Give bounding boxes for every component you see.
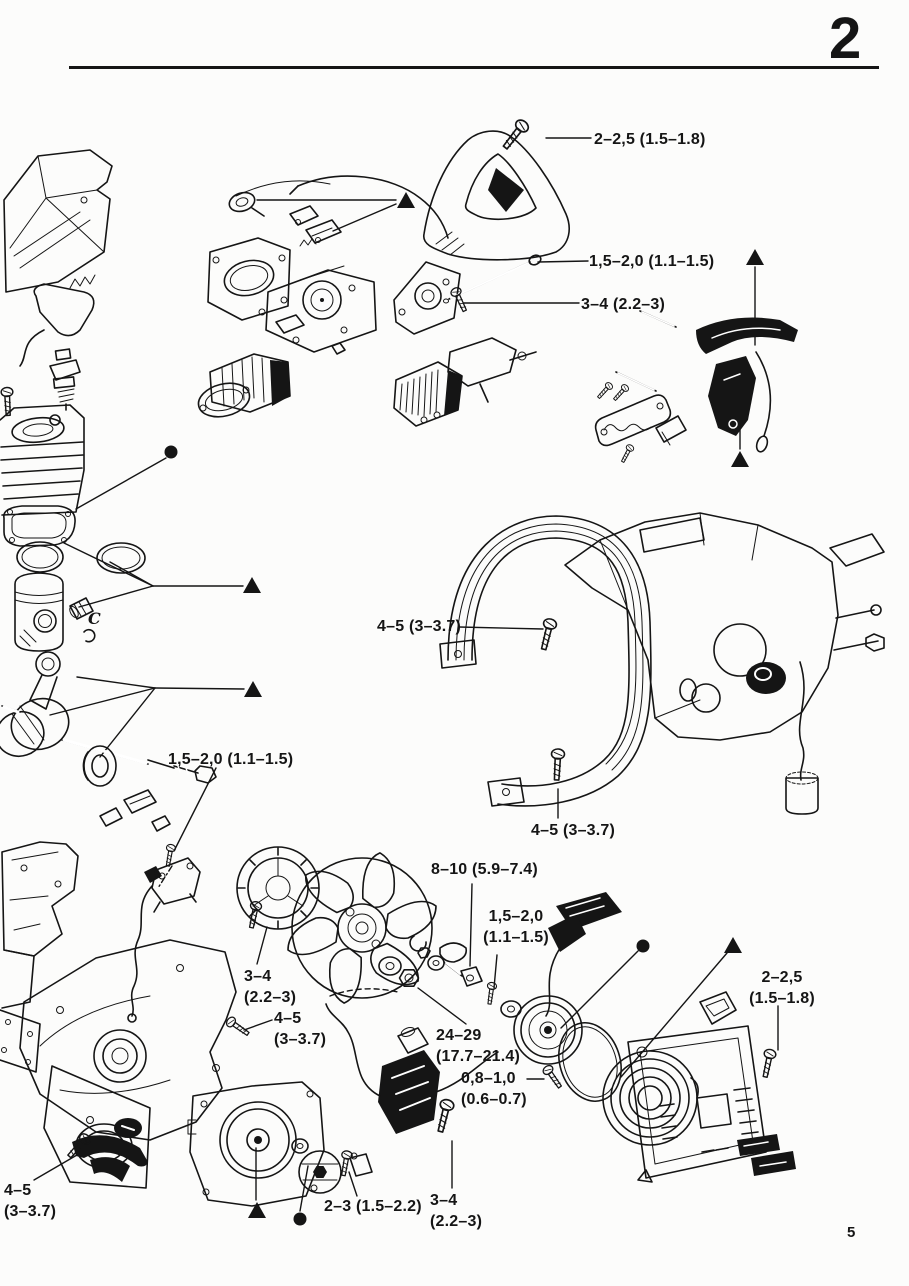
torque-label-cover-screw: 2–2,5 (1.5–1.8): [594, 131, 706, 148]
chapter-number: 2: [829, 6, 861, 71]
intake-manifold: [197, 353, 291, 418]
top-handle-cover: [423, 130, 570, 261]
assembly-marker-triangle: [731, 451, 749, 467]
torque-label-case-screw: 4–5 (3–3.7): [274, 1010, 327, 1048]
handlebar-screw-upper: [536, 616, 559, 652]
trigger-spring-strip: [594, 394, 687, 447]
torque-label-handlebar-upper: 4–5 (3–3.7): [377, 618, 462, 635]
cover-screw: [498, 116, 532, 153]
torque-label-oil-pump: 2–3 (1.5–2.2): [324, 1198, 422, 1215]
oil-pump: [349, 1152, 373, 1177]
muffler: [3, 149, 113, 293]
strip-screw: [618, 443, 636, 465]
torque-label-flywheel-nut: 24–29 (17.7–21.4): [436, 1027, 521, 1065]
torque-label-carb-screw: 3–4 (2.2–3): [581, 296, 666, 313]
assembly-marker-triangle: [244, 681, 262, 697]
trigger-pin-long: [615, 310, 677, 392]
model-badge-plate: [737, 1134, 780, 1156]
crankcase-half-clutch-side: [19, 939, 237, 1141]
ignition-armature: [151, 857, 201, 913]
air-filter: [393, 361, 463, 427]
torque-label-coil-screw: 3–4 (2.2–3): [430, 1192, 483, 1230]
assembly-marker-triangle: [248, 1202, 266, 1218]
starter-pawl: [439, 942, 468, 963]
torque-label-handlebar-lower: 4–5 (3–3.7): [531, 822, 616, 839]
rope-rotor: [513, 995, 583, 1065]
flywheel-fan: [287, 849, 437, 1007]
pawl-bolt-head: [460, 966, 483, 987]
assembly-marker-dot: [164, 445, 178, 459]
carburetor-bracket: [393, 261, 461, 335]
stator-ring: [236, 846, 320, 930]
cylinder-base-gasket: [3, 505, 76, 547]
leader-lines: [33, 137, 779, 1212]
assembly-marker-triangle: [746, 249, 764, 265]
vent-hose: [798, 661, 805, 781]
strip-screw: [595, 380, 615, 401]
chain-brake-handle: [72, 1135, 148, 1182]
heat-dam-plate: [207, 237, 291, 321]
piston: [14, 572, 64, 652]
assembly-marker-dot: [636, 939, 650, 953]
clutch-assembly: [291, 1138, 342, 1194]
torque-label-starter-cover: 2–2,5 (1.5–1.8): [749, 969, 815, 1007]
starter-rope: [545, 947, 561, 1017]
starter-housing: [627, 991, 796, 1183]
assembly-marker-triangle: [397, 192, 415, 208]
throttle-rod: [235, 175, 449, 239]
main-bearing: [82, 745, 117, 787]
torque-label-carb-bolt: 1,5–2,0 (1.1–1.5): [589, 253, 715, 270]
assembly-marker-triangle: [724, 937, 742, 953]
handlebar-screw-lower: [549, 747, 566, 782]
crankshaft: [0, 651, 217, 784]
case-screw: [224, 1014, 252, 1039]
front-handlebar: [439, 515, 652, 807]
piston-pin: [69, 597, 96, 643]
starter-cover-screw: [758, 1047, 778, 1079]
starter-screw: [484, 981, 498, 1006]
header-rule: [69, 66, 879, 69]
torque-label-small-screw: 0,8–1,0 (0.6–0.7): [461, 1070, 527, 1108]
spark-plug-boot: [19, 274, 96, 367]
flywheel-nut: [398, 968, 420, 988]
terminal-parts: [99, 789, 171, 832]
fuel-grommet: [228, 191, 265, 217]
part-letter-c: C: [88, 609, 101, 628]
torque-label-pawl-bolt: 8–10 (5.9–7.4): [431, 861, 538, 878]
filter-bracket: [447, 337, 537, 403]
piston-rings: [16, 541, 146, 574]
carburetor-mounting-bolt: [443, 254, 542, 304]
cylinder-screw: [0, 386, 15, 417]
cap-cylinder: [785, 777, 819, 815]
torque-label-cover-bottom: 4–5 (3–3.7): [4, 1182, 57, 1220]
strip-screw: [611, 382, 631, 403]
assembly-marker-dot: [293, 1212, 307, 1226]
crankcase-half-flywheel-side: [1, 841, 79, 1009]
coil-screw: [432, 1097, 456, 1134]
ignition-module: [325, 1003, 499, 1134]
torque-label-armature-screw: 1,5–2,0 (1.1–1.5): [168, 751, 294, 768]
torque-label-starter-screw: 1,5–2,0 (1.1–1.5): [483, 908, 549, 946]
roll-pin: [655, 415, 687, 443]
throttle-trigger: [696, 317, 798, 453]
air-funnel: [699, 991, 737, 1025]
spark-plug: [49, 348, 81, 411]
carburetor: [265, 265, 377, 355]
piston-pin-circlip: [83, 628, 96, 643]
assembly-markers: [164, 192, 764, 1226]
torque-label-stator-screw: 3–4 (2.2–3): [244, 968, 297, 1006]
assembly-marker-triangle: [243, 577, 261, 593]
page-number: 5: [847, 1224, 856, 1241]
flywheel-hardware: [378, 935, 483, 988]
switch-contacts: [289, 205, 342, 247]
cylinder: [0, 404, 85, 516]
engine-housing: [564, 512, 885, 815]
